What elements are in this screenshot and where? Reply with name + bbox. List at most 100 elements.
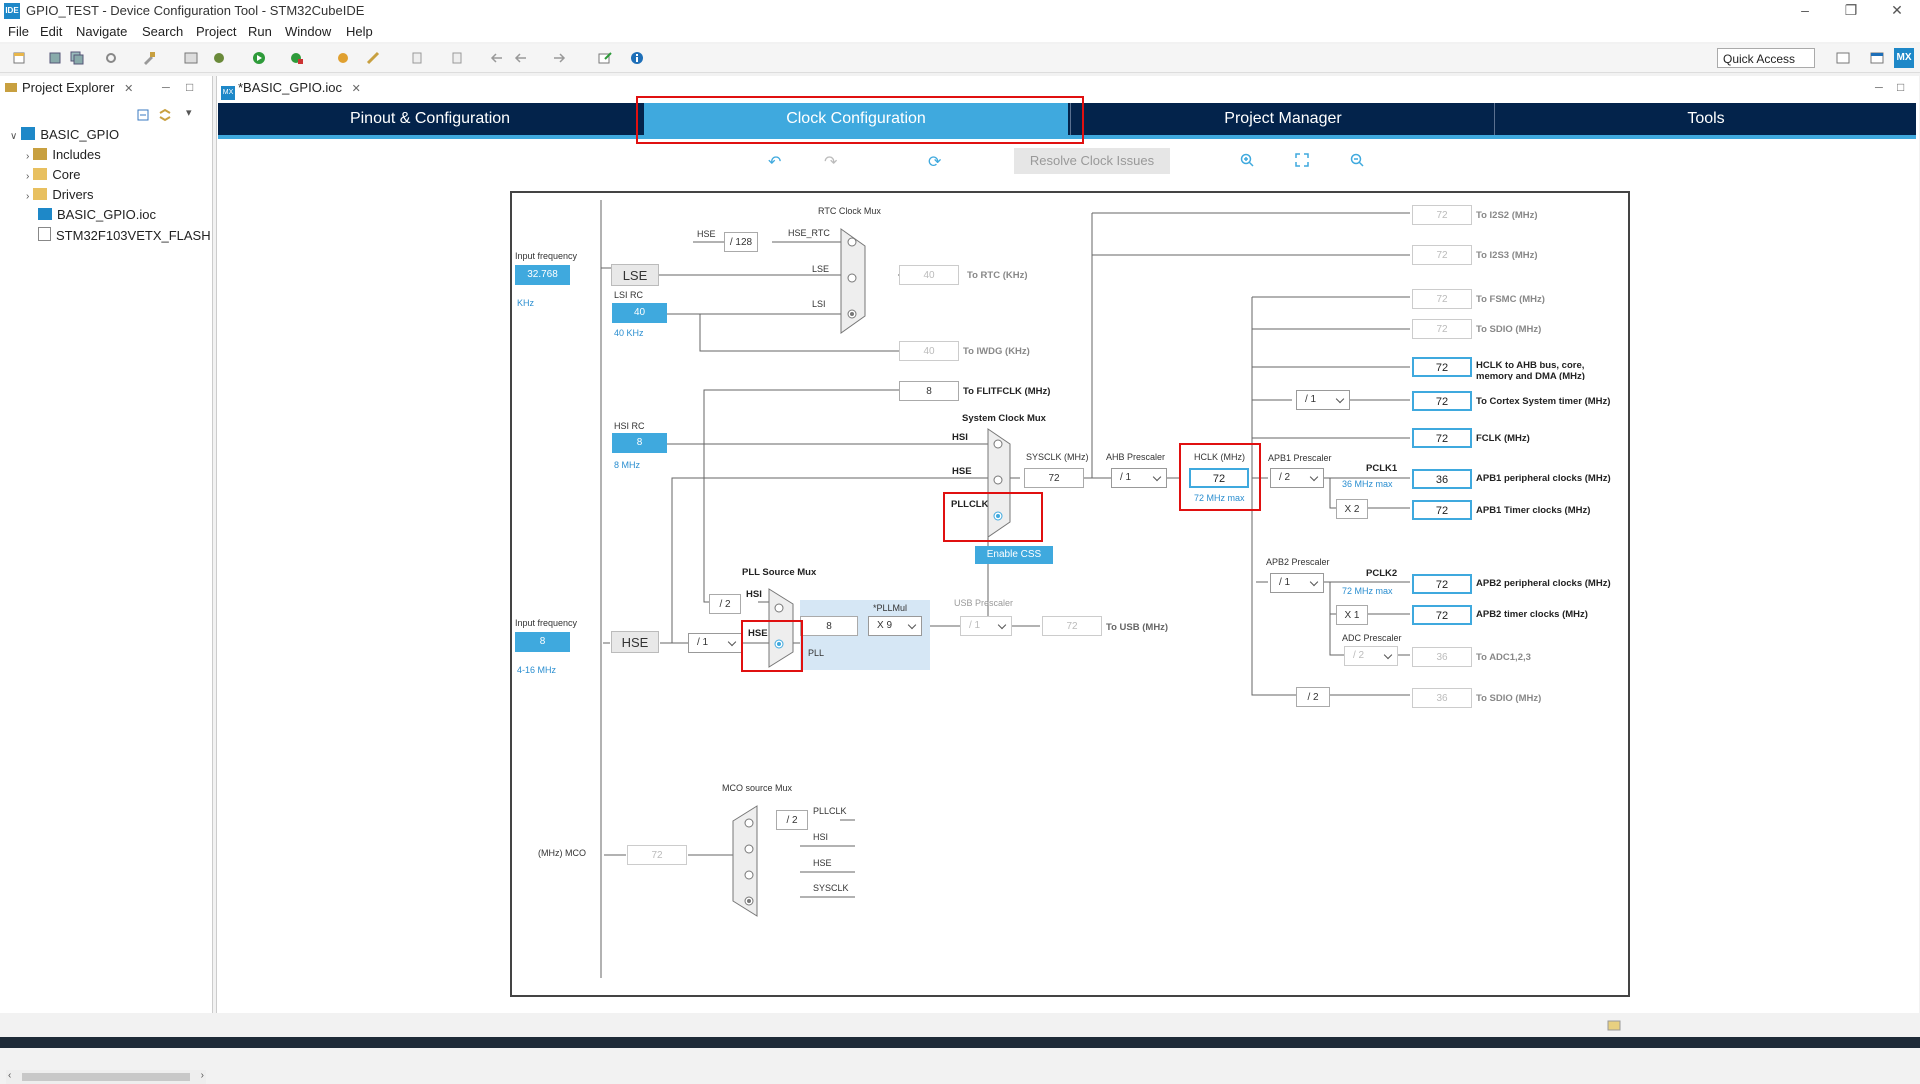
- pll-source-mux[interactable]: [768, 588, 794, 668]
- perspective-icon[interactable]: [1836, 51, 1850, 65]
- output-value-apb1-timer[interactable]: 72: [1412, 500, 1472, 520]
- tree-icon[interactable]: [450, 51, 464, 65]
- menu-search[interactable]: Search: [142, 24, 184, 39]
- apb2-prescaler-select[interactable]: / 1: [1270, 573, 1324, 593]
- cortex-timer-divider-select[interactable]: / 1: [1296, 390, 1350, 410]
- status-tasks-icon[interactable]: [1607, 1018, 1623, 1032]
- menu-help[interactable]: Help: [346, 24, 373, 39]
- menu-edit[interactable]: Edit: [40, 24, 63, 39]
- save-all-icon[interactable]: [70, 51, 84, 65]
- open-perspective-icon[interactable]: [598, 51, 612, 65]
- output-value-fclk[interactable]: 72: [1412, 428, 1472, 448]
- tab-pinout[interactable]: Pinout & Configuration: [349, 110, 511, 127]
- external-tools-icon[interactable]: [290, 51, 304, 65]
- usb-prescaler-select[interactable]: / 1: [960, 616, 1012, 636]
- editor-tab[interactable]: MX*BASIC_GPIO.ioc ✕: [221, 80, 361, 100]
- tree-item-includes[interactable]: ›Includes: [26, 147, 101, 162]
- tab-tools[interactable]: Tools: [1494, 103, 1917, 135]
- minimize-view-icon[interactable]: ─: [162, 82, 170, 94]
- maximize-editor-icon[interactable]: □: [1897, 80, 1905, 94]
- highlight-hclk: [1179, 443, 1261, 511]
- rtc-clock-mux[interactable]: [840, 228, 866, 334]
- tree-item-ioc[interactable]: BASIC_GPIO.ioc: [38, 207, 156, 222]
- binary-icon[interactable]: [184, 51, 198, 65]
- pll-mux-hse-label: HSE: [748, 628, 768, 639]
- cpp-perspective-icon[interactable]: [1870, 51, 1884, 65]
- scrollbar-thumb[interactable]: [22, 1073, 190, 1081]
- menu-run[interactable]: Run: [248, 24, 272, 39]
- zoom-out-icon[interactable]: [1350, 153, 1364, 167]
- tree-item-drivers[interactable]: ›Drivers: [26, 187, 94, 202]
- back-icon[interactable]: [514, 51, 528, 65]
- link-editor-icon[interactable]: [158, 108, 172, 122]
- annotation-icon[interactable]: [410, 51, 424, 65]
- close-tab-icon[interactable]: ✕: [351, 83, 361, 95]
- system-clock-mux[interactable]: [987, 428, 1011, 538]
- output-value-apb1-peripheral[interactable]: 36: [1412, 469, 1472, 489]
- zoom-in-icon[interactable]: [1240, 153, 1254, 167]
- chevron-right-icon[interactable]: ›: [26, 191, 30, 202]
- view-menu-icon[interactable]: ▾: [186, 107, 192, 119]
- ahb-prescaler-select[interactable]: / 1: [1111, 468, 1167, 488]
- save-icon[interactable]: [48, 51, 62, 65]
- build-icon[interactable]: [142, 51, 156, 65]
- tree-item-linker[interactable]: STM32F103VETX_FLASH.ld: [38, 227, 210, 243]
- maximize-view-icon[interactable]: □: [186, 80, 194, 94]
- tab-project-manager[interactable]: Project Manager: [1070, 103, 1495, 135]
- close-icon[interactable]: ✕: [1891, 2, 1903, 18]
- quick-access-input[interactable]: Quick Access: [1717, 48, 1815, 68]
- undo-icon[interactable]: ↶: [768, 154, 782, 171]
- scroll-left-icon[interactable]: ‹: [8, 1070, 12, 1081]
- output-value-apb2-peripheral[interactable]: 72: [1412, 574, 1472, 594]
- lse-input-frequency[interactable]: 32.768: [515, 265, 570, 285]
- chevron-right-icon[interactable]: ›: [26, 171, 30, 182]
- output-value-cortex[interactable]: 72: [1412, 391, 1472, 411]
- menu-project[interactable]: Project: [196, 24, 237, 39]
- mco-source-mux[interactable]: [732, 805, 758, 917]
- output-value-hclk-ahb[interactable]: 72: [1412, 357, 1472, 377]
- hse-input-frequency[interactable]: 8: [515, 632, 570, 652]
- collapse-all-icon[interactable]: [136, 108, 150, 122]
- scroll-right-icon[interactable]: ›: [200, 1070, 204, 1081]
- hse-predivider-select[interactable]: / 1: [688, 633, 742, 653]
- chevron-right-icon[interactable]: ›: [26, 151, 30, 162]
- adc-prescaler-select[interactable]: / 2: [1344, 646, 1398, 666]
- forward-icon[interactable]: [552, 51, 566, 65]
- tool-icon[interactable]: [336, 51, 350, 65]
- last-edit-icon[interactable]: [490, 51, 504, 65]
- enable-css-button[interactable]: Enable CSS: [975, 546, 1053, 564]
- minimize-icon[interactable]: –: [1801, 2, 1809, 18]
- mx-perspective-icon[interactable]: MX: [1894, 48, 1914, 68]
- sysclk-value[interactable]: 72: [1024, 468, 1084, 488]
- debug-icon[interactable]: [212, 51, 226, 65]
- info-icon[interactable]: [630, 51, 644, 65]
- reset-icon[interactable]: ⟳: [928, 154, 942, 171]
- wand-icon[interactable]: [366, 51, 380, 65]
- menu-window[interactable]: Window: [285, 24, 332, 39]
- horizontal-scrollbar[interactable]: ‹ ›: [6, 1070, 206, 1084]
- restore-icon[interactable]: ❐: [1844, 2, 1858, 18]
- tree-item-core[interactable]: ›Core: [26, 167, 81, 182]
- clock-wires: [600, 200, 1410, 978]
- tree-item-project[interactable]: ∨BASIC_GPIO: [10, 127, 119, 142]
- output-label-i2s3: To I2S3 (MHz): [1476, 250, 1538, 261]
- close-tab-icon[interactable]: ✕: [124, 83, 134, 95]
- tab-clock-configuration[interactable]: Clock Configuration: [644, 103, 1068, 135]
- fit-icon[interactable]: [1295, 153, 1309, 167]
- settings-icon[interactable]: [104, 51, 118, 65]
- chevron-down-icon[interactable]: ∨: [10, 131, 18, 142]
- redo-icon[interactable]: ↷: [824, 154, 838, 171]
- resolve-clock-issues-button[interactable]: Resolve Clock Issues: [1014, 148, 1170, 174]
- menu-file[interactable]: File: [8, 24, 29, 39]
- hclk-value[interactable]: 72: [1189, 468, 1249, 488]
- new-icon[interactable]: [12, 51, 26, 65]
- output-label-fsmc: To FSMC (MHz): [1476, 294, 1545, 305]
- pllmul-select[interactable]: X 9: [868, 616, 922, 636]
- output-value-apb2-timer[interactable]: 72: [1412, 605, 1472, 625]
- run-icon[interactable]: [252, 51, 266, 65]
- apb1-prescaler-select[interactable]: / 2: [1270, 468, 1324, 488]
- project-explorer-label: Project Explorer: [22, 80, 115, 95]
- menu-navigate[interactable]: Navigate: [76, 24, 128, 39]
- project-explorer-tab[interactable]: Project Explorer ✕: [4, 80, 133, 100]
- minimize-editor-icon[interactable]: ─: [1875, 82, 1883, 94]
